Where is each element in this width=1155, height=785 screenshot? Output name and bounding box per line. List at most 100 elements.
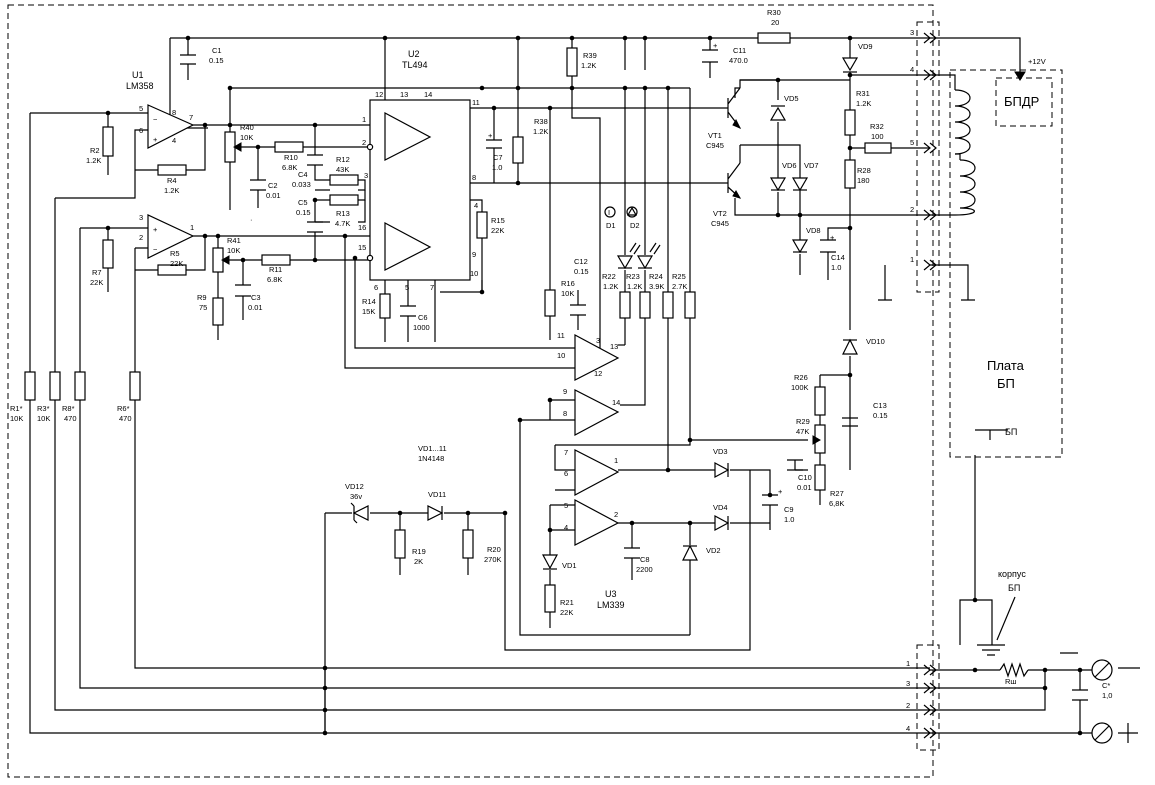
svg-text:C5: C5 [298,198,308,207]
board-label-1: Плата [987,358,1025,373]
svg-text:R12: R12 [336,155,350,164]
svg-text:47K: 47K [796,427,809,436]
svg-text:1.2K: 1.2K [86,156,101,165]
output-terminal-plus [1091,722,1138,744]
svg-text:VD11: VD11 [428,490,446,499]
svg-text:VD8: VD8 [806,226,821,235]
svg-text:VD7: VD7 [804,161,819,170]
svg-text:7: 7 [430,283,434,292]
opamp-u1a: −+ [147,104,195,149]
svg-text:−: − [153,245,158,254]
capacitor-labels: C1 0.15 C2 0.01 C3 0.01 C4 0.033 C5 0.15… [209,46,1112,700]
svg-text:R31: R31 [856,89,870,98]
misc-pin-numbers: · [250,215,253,224]
u2-pin-labels: 12 13 14 11 1 2 3 16 15 6 5 7 4 8 9 10 [358,90,480,292]
u2-ref: U2 [408,49,420,59]
comparator-u3a [574,333,620,381]
svg-text:4: 4 [474,201,478,210]
svg-text:C2: C2 [268,181,278,190]
svg-text:270K: 270K [484,555,502,564]
svg-text:R23: R23 [626,272,640,281]
svg-text:D1: D1 [606,221,616,230]
svg-text:8: 8 [472,173,476,182]
svg-text:2: 2 [139,233,143,242]
svg-text:1.0: 1.0 [492,163,502,172]
svg-text:1.0: 1.0 [831,263,841,272]
svg-text:R41: R41 [227,236,241,245]
svg-text:6: 6 [564,469,568,478]
output-terminal-minus [1060,652,1140,681]
svg-text:6,8K: 6,8K [829,499,844,508]
svg-text:1: 1 [910,255,914,264]
svg-text:0.15: 0.15 [574,267,589,276]
connector-bottom-frame [916,644,940,751]
svg-text:5: 5 [564,501,568,510]
svg-text:6: 6 [139,126,143,135]
svg-text:3: 3 [139,213,143,222]
svg-text:C7: C7 [493,153,503,162]
svg-text:R25: R25 [672,272,686,281]
svg-text:C14: C14 [831,253,845,262]
svg-text:VD10: VD10 [866,337,885,346]
svg-text:22K: 22K [90,278,103,287]
svg-text:R10: R10 [284,153,298,162]
led-indicators: I [604,206,638,218]
svg-text:R40: R40 [240,123,254,132]
board-label-2: БП [997,376,1015,391]
svg-text:+: + [778,487,783,496]
svg-text:C1: C1 [212,46,222,55]
svg-text:1.2K: 1.2K [581,61,596,70]
svg-text:R15: R15 [491,216,505,225]
svg-text:10K: 10K [227,246,240,255]
svg-text:2: 2 [910,205,914,214]
u2-inv-dot-1 [366,143,374,151]
svg-text:VD6: VD6 [782,161,797,170]
u2-inv-dot-2 [366,254,374,262]
svg-text:Rш: Rш [1005,677,1016,686]
svg-text:100K: 100K [791,383,809,392]
svg-text:2K: 2K [414,557,423,566]
svg-text:7: 7 [189,113,193,122]
svg-text:C13: C13 [873,401,887,410]
svg-text:C4: C4 [298,170,308,179]
svg-text:20: 20 [771,18,779,27]
svg-text:I: I [608,208,610,217]
svg-text:R24: R24 [649,272,663,281]
svg-text:22K: 22K [560,608,573,617]
svg-text:R16: R16 [561,279,575,288]
diode-labels: VD1 VD2 VD3 VD4 VD5 VD6 VD7 VD8 VD9 VD10… [345,42,885,570]
connector-chevrons [923,32,1026,739]
svg-text:R32: R32 [870,122,884,131]
svg-text:R29: R29 [796,417,810,426]
svg-text:R11: R11 [269,265,282,274]
svg-text:1.2K: 1.2K [627,282,642,291]
connector-pin-labels: 3 4 5 2 1 1 3 2 4 [906,28,914,733]
svg-text:11: 11 [472,98,480,107]
ground-symbols [878,299,1008,656]
svg-text:5: 5 [139,104,143,113]
svg-text:75: 75 [199,303,207,312]
svg-text:10: 10 [470,269,478,278]
svg-text:R1*: R1* [10,404,23,413]
svg-text:1.2K: 1.2K [856,99,871,108]
vt1-ref: VT1 [708,131,722,140]
resistor-bodies [24,32,1029,678]
bpdr-block [995,77,1053,127]
transistor-vt2 [727,145,742,199]
u1-ref: U1 [132,70,144,80]
svg-text:14: 14 [424,90,432,99]
chassis-label-1: корпус [998,569,1026,579]
svg-text:C12: C12 [574,257,588,266]
svg-text:+: + [830,233,835,242]
vt2-part: C945 [711,219,729,228]
svg-text:3: 3 [906,679,910,688]
comparator-u3d [574,498,620,546]
svg-text:C9: C9 [784,505,794,514]
svg-text:+: + [488,131,493,140]
svg-text:R9: R9 [197,293,207,302]
svg-text:10K: 10K [37,414,50,423]
svg-text:2200: 2200 [636,565,653,574]
svg-text:7: 7 [564,448,568,457]
svg-text:R39: R39 [583,51,597,60]
